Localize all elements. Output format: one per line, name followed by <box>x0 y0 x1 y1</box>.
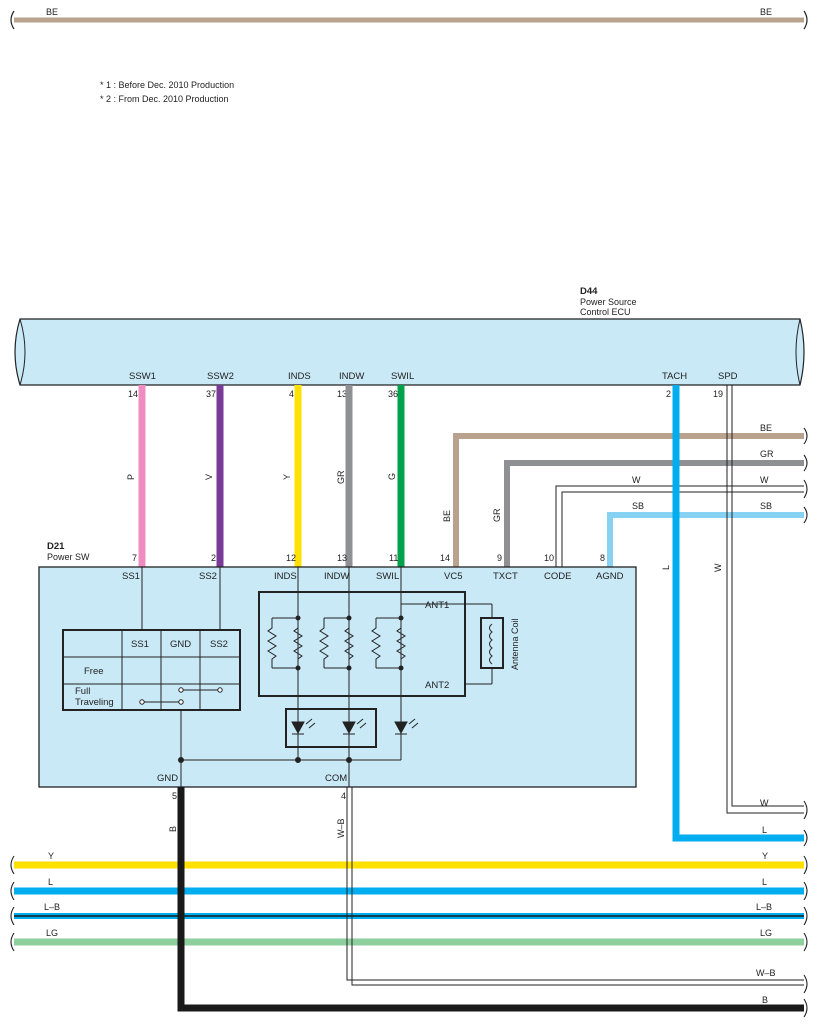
led-group <box>178 696 419 763</box>
psw-pin-code: CODE <box>544 571 571 582</box>
right-label-w2: W <box>760 798 769 808</box>
psw-num-5: 5 <box>172 791 177 801</box>
note-2: * 2 : From Dec. 2010 Production <box>100 94 229 104</box>
ecu-pin-num-36: 36 <box>388 389 398 399</box>
ecu-pin-num-19: 19 <box>713 389 723 399</box>
bottom-label-l-left: L <box>48 877 53 887</box>
switch-table: SS1 GND SS2 Free Full Traveling <box>62 629 241 711</box>
psw-num-2: 2 <box>211 553 216 563</box>
ant2-label: ANT2 <box>425 680 449 691</box>
psw-pin-com: COM <box>325 773 347 784</box>
wire-label-gr: GR <box>336 470 346 484</box>
ecu-pin-inds: INDS <box>288 371 311 382</box>
ecu-pin-swil: SWIL <box>391 371 414 382</box>
table-header-gnd: GND <box>170 639 191 650</box>
wire-labels: P V Y GR G <box>126 470 397 484</box>
psw-num-14: 14 <box>440 553 450 563</box>
ecu-code: D44 <box>580 286 598 297</box>
power-sw-code: D21 <box>47 541 65 552</box>
bottom-label-lb-right: L–B <box>756 902 772 912</box>
psw-num-10: 10 <box>544 553 554 563</box>
right-label-be: BE <box>760 423 772 433</box>
ecu-pin-spd: SPD <box>718 371 738 382</box>
psw-pin-swil: SWIL <box>376 571 399 582</box>
right-label-sb: SB <box>760 501 772 511</box>
wire-label-g: G <box>387 473 397 480</box>
right-label-w: W <box>760 475 769 485</box>
psw-pin-ss1: SS1 <box>122 571 140 582</box>
top-wire-right-label: BE <box>760 7 772 17</box>
wire-label-v: V <box>204 474 214 480</box>
right-label-gr: GR <box>760 449 774 459</box>
bottom-label-y-right: Y <box>762 851 768 861</box>
table-row-free: Free <box>84 666 104 677</box>
ant1-label: ANT1 <box>425 600 449 611</box>
bottom-label-lg-right: LG <box>760 928 772 938</box>
wire-label-w: W <box>713 563 723 572</box>
wire-label-p: P <box>126 474 136 480</box>
bottom-label-l-right: L <box>762 877 767 887</box>
ecu-pin-num-4: 4 <box>289 389 294 399</box>
power-sw-d21: D21 Power SW 7 2 12 13 11 14 9 10 8 SS1 … <box>38 541 637 801</box>
psw-pin-vc5: VC5 <box>444 571 462 582</box>
psw-num-12: 12 <box>286 553 296 563</box>
ecu-name-2: Control ECU <box>580 307 631 317</box>
top-be-wire: BE BE <box>10 7 808 30</box>
vertical-wires: P V Y GR G <box>126 385 405 567</box>
psw-num-7: 7 <box>132 553 137 563</box>
table-header-ss2: SS2 <box>210 639 228 650</box>
antenna-coil: Antenna Coil <box>480 617 520 670</box>
wire-label-l: L <box>661 565 671 570</box>
note-1: * 1 : Before Dec. 2010 Production <box>100 80 234 90</box>
mid-label-w: W <box>632 475 641 485</box>
psw-num-8: 8 <box>600 553 605 563</box>
ecu-pin-ssw1: SSW1 <box>129 371 156 382</box>
psw-pin-txct: TXCT <box>493 571 518 582</box>
gnd-wire-label: B <box>168 826 178 832</box>
bottom-wires: Y Y L L L–B L–B LG LG B B <box>10 787 808 1018</box>
table-row-traveling: Traveling <box>75 697 114 708</box>
power-sw-name: Power SW <box>47 552 90 562</box>
wire-label-gr2: GR <box>492 508 502 522</box>
psw-pin-inds: INDS <box>274 571 297 582</box>
ecu-pin-num-37: 37 <box>206 389 216 399</box>
ecu-pin-tach: TACH <box>662 371 687 382</box>
right-label-l: L <box>762 825 767 835</box>
psw-num-13: 13 <box>337 553 347 563</box>
psw-pin-agnd: AGND <box>596 571 624 582</box>
bottom-label-b: B <box>762 995 768 1005</box>
top-wire-left-label: BE <box>46 7 58 17</box>
psw-pin-indw: INDW <box>324 571 349 582</box>
ecu-pin-num-13: 13 <box>337 389 347 399</box>
ecu-d44: D44 Power Source Control ECU SSW1 SSW2 I… <box>14 286 805 399</box>
table-row-full: Full <box>75 686 90 697</box>
ecu-pin-num-2: 2 <box>666 389 671 399</box>
psw-num-9: 9 <box>497 553 502 563</box>
antenna-coil-label: Antenna Coil <box>510 618 520 670</box>
table-header-ss1: SS1 <box>131 639 149 650</box>
resistor-network: ANT1 ANT2 <box>258 591 493 697</box>
psw-num-11: 11 <box>389 553 398 563</box>
wire-label-y: Y <box>282 474 292 480</box>
ecu-name-1: Power Source <box>580 297 637 307</box>
psw-pin-ss2: SS2 <box>199 571 217 582</box>
bottom-label-wb: W–B <box>756 968 776 978</box>
psw-pin-gnd: GND <box>157 773 178 784</box>
bottom-label-lg-left: LG <box>46 928 58 938</box>
ecu-pin-indw: INDW <box>339 371 364 382</box>
ecu-pin-ssw2: SSW2 <box>207 371 234 382</box>
wire-label-be: BE <box>442 510 452 522</box>
ecu-pin-num-14: 14 <box>128 389 138 399</box>
com-wire-label: W–B <box>336 818 346 838</box>
bottom-label-y-left: Y <box>48 851 54 861</box>
psw-num-4: 4 <box>341 791 346 801</box>
right-wires: BE BE GR GR W W SB SB W W L L <box>442 385 808 847</box>
bottom-label-lb-left: L–B <box>44 902 60 912</box>
mid-label-sb: SB <box>632 501 644 511</box>
